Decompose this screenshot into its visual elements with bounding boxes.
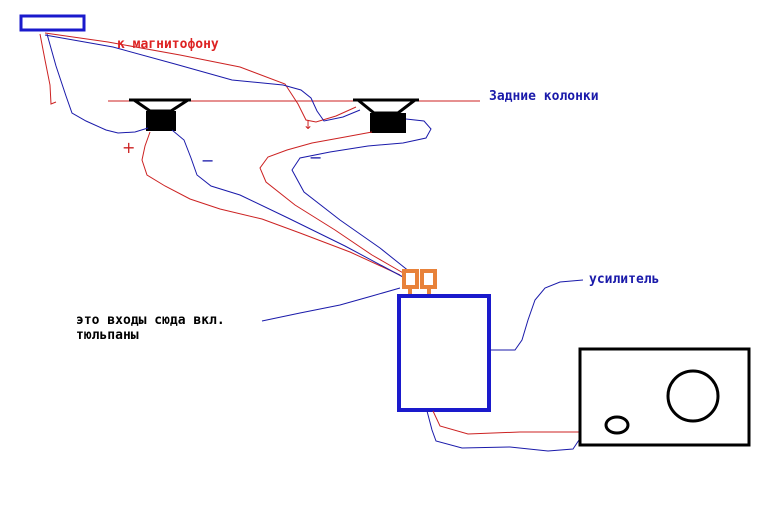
label-inputs-note: это входы сюда вкл. тюльпаны	[76, 313, 225, 343]
pointer-amplifier	[490, 279, 584, 351]
rca-connectors	[402, 269, 437, 297]
label-inputs-line1: это входы сюда вкл.	[76, 313, 225, 328]
wire-red-amp-to-box	[432, 410, 580, 435]
subwoofer-speaker	[666, 369, 720, 423]
wire-red-to-recorder	[44, 32, 357, 123]
label-amplifier: усилитель	[589, 272, 660, 287]
arrow-sign: ↓	[303, 118, 314, 132]
pointer-inputs	[261, 287, 401, 322]
wire-blue-left-speaker	[46, 33, 149, 134]
head-unit	[19, 14, 86, 32]
amplifier-box	[397, 294, 491, 412]
subwoofer-box	[578, 347, 751, 447]
wire-blue-amp-to-box	[426, 410, 580, 452]
plus-sign: +	[122, 138, 136, 157]
speaker-right	[353, 98, 419, 133]
speaker-left	[129, 98, 191, 131]
subwoofer-port	[604, 415, 630, 435]
wire-blue-left-to-amp	[171, 129, 404, 278]
label-inputs-line2: тюльпаны	[76, 328, 139, 343]
label-to-recorder: к магнитофону	[117, 37, 219, 52]
wire-red-left-to-amp	[141, 131, 401, 276]
wire-red-left-speaker	[39, 33, 57, 105]
wire-red-right-to-amp	[259, 131, 406, 275]
amplifier-dot	[397, 358, 401, 362]
minus-sign-right: −	[309, 148, 323, 167]
minus-sign-left: −	[201, 151, 215, 170]
wire-blue-to-recorder	[44, 34, 361, 122]
label-rear-speakers: Задние колонки	[489, 89, 599, 104]
wire-blue-right-to-amp	[291, 118, 432, 273]
